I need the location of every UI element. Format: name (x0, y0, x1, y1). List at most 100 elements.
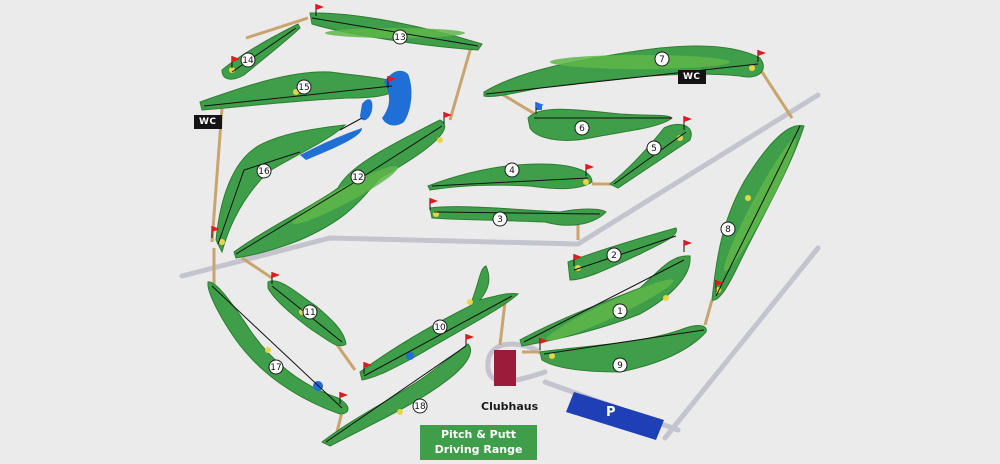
road-clubhaus-loop (485, 341, 548, 384)
flag-icon (271, 272, 280, 284)
hole-marker-16 (256, 163, 272, 179)
wc-label-west: WC (194, 115, 222, 129)
hole-marker-12 (350, 169, 366, 185)
fairway-6 (527, 108, 673, 141)
water-hazards (300, 70, 542, 391)
parking-label: P (606, 405, 616, 420)
hole-marker-13 (392, 29, 408, 45)
hole-marker-5 (646, 140, 662, 156)
hole-number-16: 16 (258, 167, 270, 177)
bunker-12 (437, 137, 443, 143)
flag-icon (387, 76, 396, 88)
flag-icon (465, 334, 474, 346)
hole-number-9: 9 (617, 361, 623, 371)
line-2 (573, 235, 677, 271)
hole-number-10: 10 (434, 323, 446, 333)
line-8 (715, 125, 801, 297)
flag-icon (315, 4, 324, 16)
line-12 (235, 125, 443, 255)
path-8-9 (703, 299, 714, 326)
driving-range-sign: Pitch & Putt Driving Range (420, 425, 537, 460)
fairway-highlights (291, 28, 796, 341)
flag-icon (339, 392, 348, 404)
line-7 (485, 63, 759, 95)
path-10-club (498, 301, 507, 346)
hole-number-11: 11 (304, 308, 315, 318)
line-15 (203, 85, 393, 107)
hole-lines (203, 17, 801, 443)
water-creek (300, 128, 362, 160)
fairway-7 (483, 45, 764, 97)
water-pond-large (382, 70, 412, 126)
hole-marker-3 (492, 211, 508, 227)
path-7-8 (760, 71, 794, 119)
bunker-1 (663, 295, 669, 301)
road-east (662, 245, 821, 441)
hole-number-12: 12 (352, 173, 363, 183)
hole-marker-2 (606, 247, 622, 263)
hole-number-18: 18 (414, 402, 426, 412)
hole-marker-10 (432, 319, 448, 335)
highlight-7 (550, 55, 730, 69)
highlight-12 (291, 165, 399, 225)
clubhouse-building (494, 350, 516, 386)
hole-marker-17 (268, 359, 284, 375)
bunkers (219, 65, 755, 415)
hole-marker-4 (504, 162, 520, 178)
hole-number-2: 2 (611, 251, 617, 261)
flag-icon (683, 116, 692, 130)
line-stub (339, 117, 363, 131)
hole-marker-1 (612, 303, 628, 319)
bunker-5 (677, 135, 683, 141)
hole-number-14: 14 (242, 56, 254, 66)
hole-marker-14 (240, 52, 256, 68)
flag-icon (757, 50, 766, 62)
line-18 (325, 345, 467, 443)
path-6-7 (499, 91, 536, 116)
hole-number-17: 17 (270, 363, 281, 373)
range-line-2: Driving Range (434, 443, 523, 456)
hole-number-15: 15 (298, 83, 309, 93)
flag-icon (231, 56, 240, 68)
bunker-8 (745, 195, 751, 201)
flag-icon (715, 280, 724, 292)
flag-icon (683, 240, 692, 252)
hole-number-3: 3 (497, 215, 503, 225)
path-11-10 (333, 341, 357, 371)
hole-marker-6 (574, 120, 590, 136)
range-line-1: Pitch & Putt (440, 428, 517, 441)
bunker-16 (219, 239, 225, 245)
parking-area (566, 392, 664, 440)
water-10 (406, 352, 414, 360)
hole-number-1: 1 (617, 307, 623, 317)
hole-marker-9 (612, 357, 628, 373)
fairway-16 (215, 124, 347, 254)
line-1 (523, 259, 685, 343)
flag-icon (585, 164, 594, 176)
flag-icon (211, 226, 220, 238)
bunker-10 (467, 299, 473, 305)
hole-marker-15 (296, 79, 312, 95)
path-11-16 (241, 256, 273, 280)
line-16 (217, 151, 301, 245)
road-main (179, 92, 821, 279)
bunker-7 (749, 65, 755, 71)
path-13-12 (448, 46, 473, 121)
water-pond-small (360, 99, 373, 121)
flag-icon (535, 102, 544, 114)
hole-number-7: 7 (659, 55, 665, 65)
water-6 (536, 106, 542, 110)
line-10 (363, 295, 513, 377)
highlight-1 (546, 279, 674, 341)
fairway-3 (429, 206, 607, 226)
bunker-17 (265, 347, 271, 353)
bunker-9 (549, 353, 555, 359)
line-9 (543, 329, 705, 355)
highlight-8 (724, 138, 796, 272)
clubhouse-label: Clubhaus (481, 400, 539, 413)
hole-number-5: 5 (651, 144, 657, 154)
line-5 (613, 131, 687, 185)
